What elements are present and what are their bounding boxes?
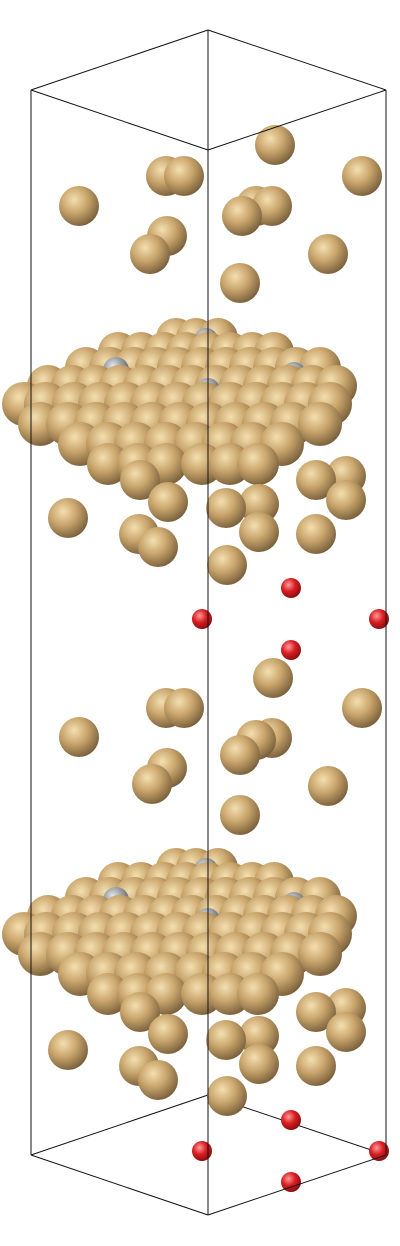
gold-atom[interactable]	[298, 402, 342, 446]
gold-atom[interactable]	[87, 973, 129, 1015]
oxygen-atom[interactable]	[281, 640, 301, 660]
gold-atom[interactable]	[239, 1044, 279, 1084]
gold-atom[interactable]	[59, 186, 99, 226]
gold-atom[interactable]	[237, 443, 279, 485]
oxygen-atom[interactable]	[369, 609, 389, 629]
cell-edge	[207, 1154, 387, 1216]
cell-edge	[30, 1154, 209, 1216]
gold-atom[interactable]	[326, 480, 366, 520]
gold-atom[interactable]	[296, 460, 336, 500]
gold-atom[interactable]	[220, 263, 260, 303]
cell-edge	[207, 29, 387, 91]
oxygen-atom[interactable]	[192, 1141, 212, 1161]
gold-atom[interactable]	[48, 1030, 88, 1070]
gold-atom[interactable]	[206, 1020, 246, 1060]
gold-atom[interactable]	[120, 992, 160, 1032]
gold-atom[interactable]	[220, 795, 260, 835]
cell-edge	[30, 1094, 209, 1156]
gold-atom[interactable]	[253, 658, 293, 698]
oxygen-atom[interactable]	[281, 1172, 301, 1192]
cell-edge	[30, 89, 209, 151]
gold-atom[interactable]	[164, 688, 204, 728]
gold-atom[interactable]	[87, 443, 129, 485]
gold-atom[interactable]	[326, 1012, 366, 1052]
cell-edge	[30, 29, 209, 91]
gold-atom[interactable]	[164, 156, 204, 196]
atoms-layer	[2, 125, 389, 1192]
gold-atom[interactable]	[132, 764, 172, 804]
gold-atom[interactable]	[207, 545, 247, 585]
gold-atom[interactable]	[239, 512, 279, 552]
gold-atom[interactable]	[342, 688, 382, 728]
gold-atom[interactable]	[296, 1046, 336, 1086]
gold-atom[interactable]	[239, 1016, 279, 1056]
gold-atom[interactable]	[222, 196, 262, 236]
gold-atom[interactable]	[48, 498, 88, 538]
gold-atom[interactable]	[59, 717, 99, 757]
gold-atom[interactable]	[296, 514, 336, 554]
gold-atom[interactable]	[130, 234, 170, 274]
gold-atom[interactable]	[308, 234, 348, 274]
cell-edge	[207, 89, 387, 151]
gold-atom[interactable]	[342, 156, 382, 196]
gold-atom[interactable]	[138, 1060, 178, 1100]
unit-cell-front-edges	[30, 89, 387, 1216]
gold-atom[interactable]	[255, 125, 295, 165]
gold-atom[interactable]	[148, 1014, 188, 1054]
oxygen-atom[interactable]	[192, 609, 212, 629]
gold-atom[interactable]	[298, 932, 342, 976]
gold-atom[interactable]	[206, 488, 246, 528]
oxygen-atom[interactable]	[281, 1110, 301, 1130]
gold-atom[interactable]	[207, 1076, 247, 1116]
gold-atom[interactable]	[120, 460, 160, 500]
gold-atom[interactable]	[138, 527, 178, 567]
oxygen-atom[interactable]	[281, 578, 301, 598]
gold-atom[interactable]	[308, 766, 348, 806]
gold-atom[interactable]	[148, 482, 188, 522]
gold-atom[interactable]	[220, 735, 260, 775]
gold-atom[interactable]	[237, 973, 279, 1015]
gold-atom[interactable]	[239, 484, 279, 524]
gold-atom[interactable]	[296, 992, 336, 1032]
